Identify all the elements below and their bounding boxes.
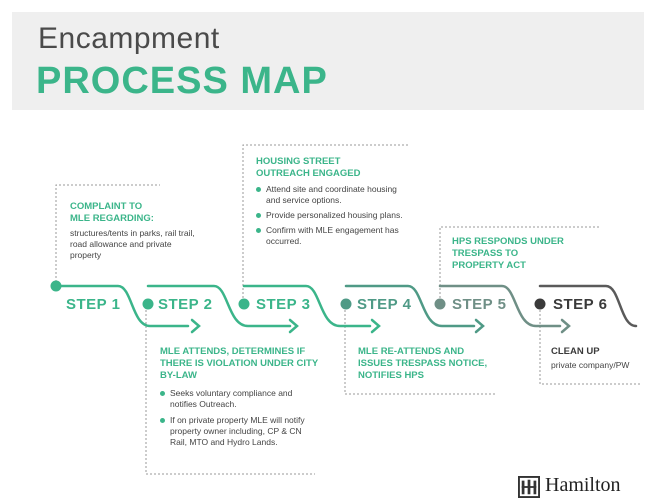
- step3-label: STEP 3: [256, 296, 311, 313]
- step1-dashed-frame: [55, 184, 160, 286]
- arrow-3: [370, 318, 381, 334]
- step6-dashed-frame: [539, 306, 640, 385]
- step6-dot: [534, 298, 546, 310]
- step4-dashed-frame: [344, 302, 495, 395]
- step3-bullet-1: Attend site and coordinate housing and s…: [256, 184, 411, 206]
- step2-title: MLE ATTENDS, DETERMINES IF THERE IS VIOL…: [160, 346, 318, 381]
- arrow-5: [560, 318, 571, 334]
- arrow-1: [190, 318, 201, 334]
- step2-label: STEP 2: [158, 296, 213, 313]
- step1-description: COMPLAINT TO MLE REGARDING: structures/t…: [70, 201, 210, 261]
- step4-dot: [340, 298, 352, 310]
- hamilton-logo: Hamilton: [518, 474, 644, 500]
- arrow-2: [288, 318, 299, 334]
- step5-label: STEP 5: [452, 296, 507, 313]
- step1-text: structures/tents in parks, rail trail, r…: [70, 228, 195, 260]
- step3-dashed-frame: [242, 144, 410, 306]
- step1-dot: [50, 280, 62, 292]
- flow-line-6: [538, 284, 638, 328]
- step6-label: STEP 6: [553, 296, 608, 313]
- title-process-map: PROCESS MAP: [36, 60, 328, 102]
- step3-dot: [238, 298, 250, 310]
- step2-description: MLE ATTENDS, DETERMINES IF THERE IS VIOL…: [160, 346, 328, 453]
- flow-line-4: [344, 284, 476, 328]
- step2-bullets: Seeks voluntary compliance and notifies …: [160, 388, 308, 448]
- flow-line-2: [146, 284, 292, 328]
- step3-description: HOUSING STREET OUTREACH ENGAGED Attend s…: [256, 156, 416, 252]
- step2-bullet-1: Seeks voluntary compliance and notifies …: [160, 388, 308, 410]
- step4-description: MLE RE-ATTENDS AND ISSUES TRESPASS NOTIC…: [358, 346, 488, 382]
- step2-dot: [142, 298, 154, 310]
- step3-bullet-2: Provide personalized housing plans.: [256, 210, 411, 221]
- step5-description: HPS RESPONDS UNDER TRESPASS TO PROPERTY …: [452, 236, 572, 272]
- step3-title: HOUSING STREET OUTREACH ENGAGED: [256, 156, 361, 179]
- step1-label: STEP 1: [66, 296, 121, 313]
- header-banner: Encampment PROCESS MAP: [12, 12, 644, 110]
- step5-dot: [434, 298, 446, 310]
- hamilton-crest-icon: [518, 476, 540, 498]
- step3-bullet-3: Confirm with MLE engagement has occurred…: [256, 225, 411, 247]
- step6-title: CLEAN UP: [551, 346, 600, 357]
- flow-line-3: [242, 284, 372, 328]
- flow-line-1: [54, 284, 190, 328]
- title-encampment: Encampment: [38, 22, 220, 55]
- step6-description: CLEAN UP private company/PW: [551, 346, 651, 371]
- step6-text: private company/PW: [551, 360, 630, 370]
- step5-title: HPS RESPONDS UNDER TRESPASS TO PROPERTY …: [452, 236, 564, 271]
- step2-dashed-frame: [145, 302, 315, 475]
- step3-bullets: Attend site and coordinate housing and s…: [256, 184, 411, 247]
- flow-line-5: [438, 284, 562, 328]
- step2-bullet-2: If on private property MLE will notify p…: [160, 415, 308, 448]
- hamilton-wordmark: Hamilton: [545, 474, 621, 496]
- step1-title: COMPLAINT TO MLE REGARDING:: [70, 201, 154, 224]
- step5-dashed-frame: [439, 226, 600, 306]
- arrow-4: [474, 318, 485, 334]
- step4-label: STEP 4: [357, 296, 412, 313]
- step4-title: MLE RE-ATTENDS AND ISSUES TRESPASS NOTIC…: [358, 346, 488, 381]
